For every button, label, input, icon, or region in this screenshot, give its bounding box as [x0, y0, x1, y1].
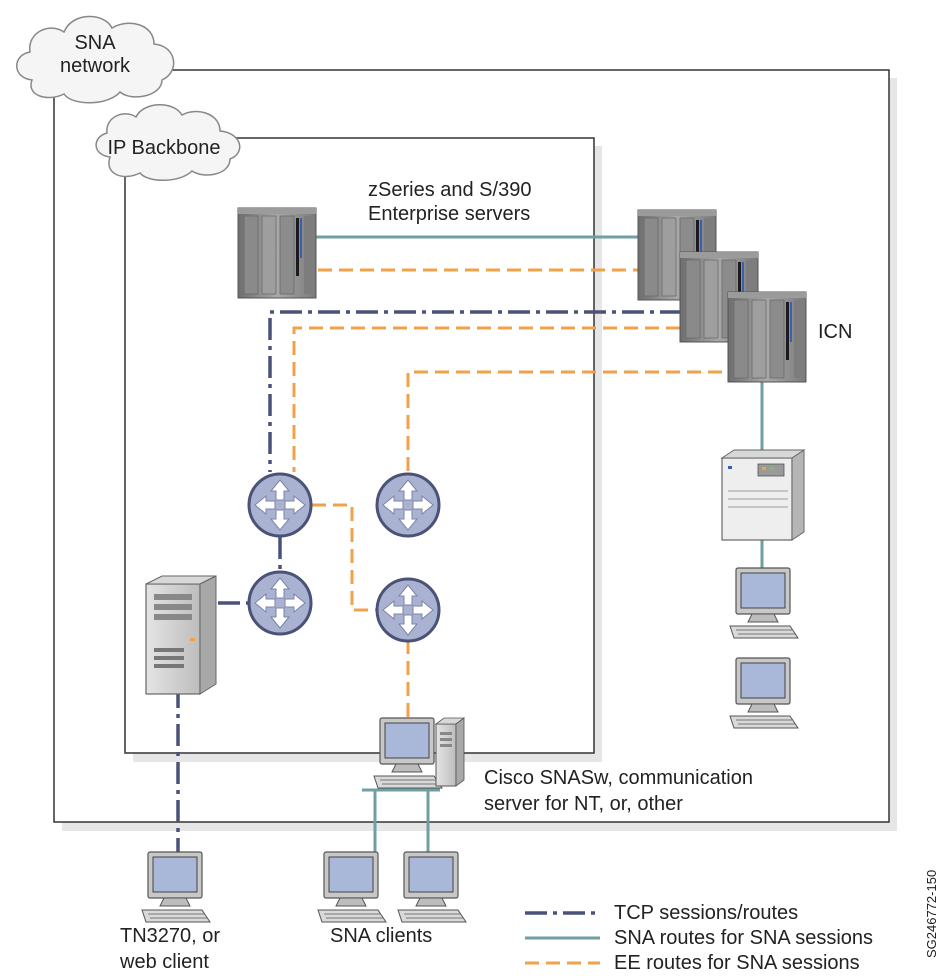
server-tower-icon — [145, 575, 217, 695]
gateway-workstation-icon — [373, 717, 466, 789]
controller-icon — [720, 449, 806, 541]
gateway-label-line1: Cisco SNASw, communication — [484, 767, 753, 789]
legend-ee-text: EE routes for SNA sessions — [614, 952, 860, 974]
cloud-icon — [95, 104, 241, 181]
router-icon — [247, 472, 313, 538]
router-icon — [375, 577, 441, 643]
sna-network-cloud-label: SNA network — [40, 32, 150, 78]
icn-label: ICN — [818, 321, 853, 343]
cloud-icon — [16, 15, 175, 104]
sna-network-label-line2: network — [59, 55, 131, 77]
legend — [525, 911, 600, 965]
workstation-icon — [729, 657, 799, 729]
enterprise-servers-label-line1: zSeries and S/390 — [368, 179, 532, 201]
sna-network-label-line1: SNA — [74, 32, 116, 54]
mainframe-icon — [237, 207, 317, 299]
ee-routes — [292, 268, 722, 722]
tn3270-label-line1: TN3270, or — [120, 925, 221, 947]
sna-clients-label: SNA clients — [330, 925, 433, 947]
figure-id-label: SG246772-150 — [924, 869, 939, 958]
workstation-icon — [397, 851, 467, 923]
legend-tcp-text: TCP sessions/routes — [614, 902, 799, 924]
workstation-icon — [141, 851, 211, 923]
ip-backbone-label: IP Backbone — [107, 137, 221, 159]
router-icon — [375, 472, 441, 538]
tcp-routes — [176, 310, 682, 855]
router-icon — [247, 570, 313, 636]
enterprise-servers-label-line2: Enterprise servers — [368, 203, 531, 225]
workstation-icon — [729, 567, 799, 639]
legend-sna-text: SNA routes for SNA sessions — [614, 927, 874, 949]
sna-routes — [316, 235, 764, 855]
mainframe-icon — [727, 291, 807, 383]
tn3270-label-line2: web client — [120, 951, 209, 973]
gateway-label-line2: server for NT, or, other — [484, 793, 683, 815]
workstation-icon — [317, 851, 387, 923]
